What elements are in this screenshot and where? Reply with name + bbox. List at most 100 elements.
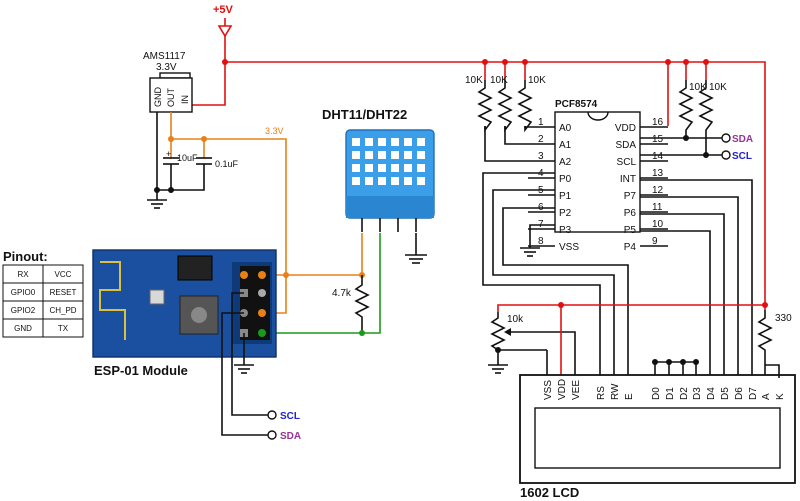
pcf-left-pin-label: A0 (559, 123, 572, 134)
pcf8574-chip: PCF8574 1A02A13A24P05P16P27P38VSS16VDD15… (528, 99, 668, 253)
pcf-left-pin-label: P1 (559, 191, 572, 202)
pinout-cell: GND (14, 324, 32, 333)
wire-33v-dht (286, 233, 363, 276)
dht-vent (391, 138, 399, 146)
resistor-4k7-label: 4.7k (332, 288, 352, 299)
dht-vent (391, 164, 399, 172)
pinout-cell: TX (58, 324, 69, 333)
esp01-module: ESP-01 Module (92, 249, 277, 378)
pcf-right-pin-label: P5 (624, 225, 637, 236)
capacitors: + 10uF 0.1uF (147, 120, 239, 209)
dht-vent (404, 164, 412, 172)
wire-5v-rail (224, 36, 766, 310)
pcf-right-pin-num: 13 (652, 168, 664, 179)
wire-esp-sda (221, 312, 268, 436)
pinout-cell: RESET (50, 288, 77, 297)
dht-vent (365, 164, 373, 172)
pcf-left-pin-num: 8 (538, 236, 544, 247)
dht-vent (391, 177, 399, 185)
pcf-right-pin-num: 15 (652, 134, 664, 145)
dht-vent (404, 151, 412, 159)
lcd-pin-label: RS (596, 386, 607, 400)
dht-sensor: DHT11/DHT22 (322, 107, 435, 232)
resistor-backlight: 330 (757, 310, 792, 378)
pcf-right-pin-label: P4 (624, 242, 637, 253)
pot-label: 10k (507, 314, 524, 325)
regulator-name: AMS1117 (143, 51, 186, 62)
supply-arrow-icon (217, 25, 233, 38)
pinout-cell: VCC (55, 270, 72, 279)
lcd-pin-label: VEE (571, 380, 582, 400)
cap1-polarity: + (166, 149, 171, 159)
pcf-left-pin-num: 3 (538, 151, 544, 162)
pcf-left-pin-num: 2 (538, 134, 544, 145)
lcd-pin-label: D2 (679, 387, 690, 400)
pinout-cell: CH_PD (49, 306, 76, 315)
pcf-right-pin-label: SCL (617, 157, 637, 168)
wires-pcf-to-lcd (482, 172, 753, 378)
lcd-title: 1602 LCD (520, 485, 579, 500)
supply-5v-label: +5V (213, 4, 234, 16)
supply-5v: +5V (213, 4, 234, 38)
lcd-pin-label: D4 (706, 387, 717, 400)
wire-dht-data (264, 233, 381, 334)
lcd-pin-label: D7 (748, 387, 759, 400)
wire-esp-scl (231, 292, 268, 416)
lcd-pin-label: D5 (720, 387, 731, 400)
pcf-right-pin-label: VDD (615, 123, 636, 134)
esp-title: ESP-01 Module (94, 363, 188, 378)
pcf-right-pin-label: SDA (615, 140, 636, 151)
pcf-left-pin-label: P0 (559, 174, 572, 185)
pcf-scl-label: SCL (732, 151, 752, 162)
dht-vent (404, 138, 412, 146)
pcf-right-pin-label: INT (620, 174, 636, 185)
reg-pin-gnd: GND (153, 87, 163, 108)
pcf-right-pin-num: 14 (652, 151, 664, 162)
pcf-right-pin-num: 9 (652, 236, 658, 247)
pcf-left-pin-label: A2 (559, 157, 572, 168)
dht-vent (352, 164, 360, 172)
resistor-backlight-label: 330 (775, 313, 792, 324)
pcf-sda-label: SDA (732, 134, 753, 145)
dht-vent (378, 151, 386, 159)
rail-33v-label: 3.3V (265, 126, 284, 136)
pcf-right-pin-label: P6 (624, 208, 637, 219)
dht-vent (378, 138, 386, 146)
pinout-title: Pinout: (3, 249, 48, 264)
dht-vent (352, 151, 360, 159)
pcf-left-pin-label: A1 (559, 140, 572, 151)
dht-vent (391, 151, 399, 159)
pcf-right-pin-num: 16 (652, 117, 664, 128)
pinout-cell: RX (17, 270, 29, 279)
addr-resistor-label: 10K (490, 75, 508, 86)
resistor-4k7: 4.7k (332, 275, 370, 336)
reg-pin-in: IN (180, 95, 190, 104)
dht-vent (417, 138, 425, 146)
i2c-resistor-label: 10K (709, 82, 727, 93)
cap2-value: 0.1uF (215, 159, 239, 169)
pcf-left-pin-label: P2 (559, 208, 572, 219)
dht-vent (404, 177, 412, 185)
regulator-ams1117: AMS1117 3.3V GND OUT IN (143, 51, 193, 120)
dht-vent (365, 177, 373, 185)
pcf-left-pin-label: P3 (559, 225, 572, 236)
addr-resistor-label: 10K (528, 75, 546, 86)
dht-vent (365, 151, 373, 159)
pcf-left-pin-label: VSS (559, 242, 579, 253)
wire-33v-rail (170, 120, 287, 276)
dht-vent (352, 177, 360, 185)
lcd-pin-label: K (775, 393, 786, 400)
dht-vent (417, 164, 425, 172)
pinout-cell: GPIO0 (11, 288, 36, 297)
pcf-right-pin-num: 11 (652, 202, 663, 213)
lcd-pin-label: RW (610, 383, 621, 400)
cap1-value: 10uF (177, 153, 198, 163)
pcf-left-pin-num: 1 (538, 117, 544, 128)
dht-vent (378, 164, 386, 172)
dht-vent (352, 138, 360, 146)
lcd-pin-label: E (624, 393, 635, 400)
